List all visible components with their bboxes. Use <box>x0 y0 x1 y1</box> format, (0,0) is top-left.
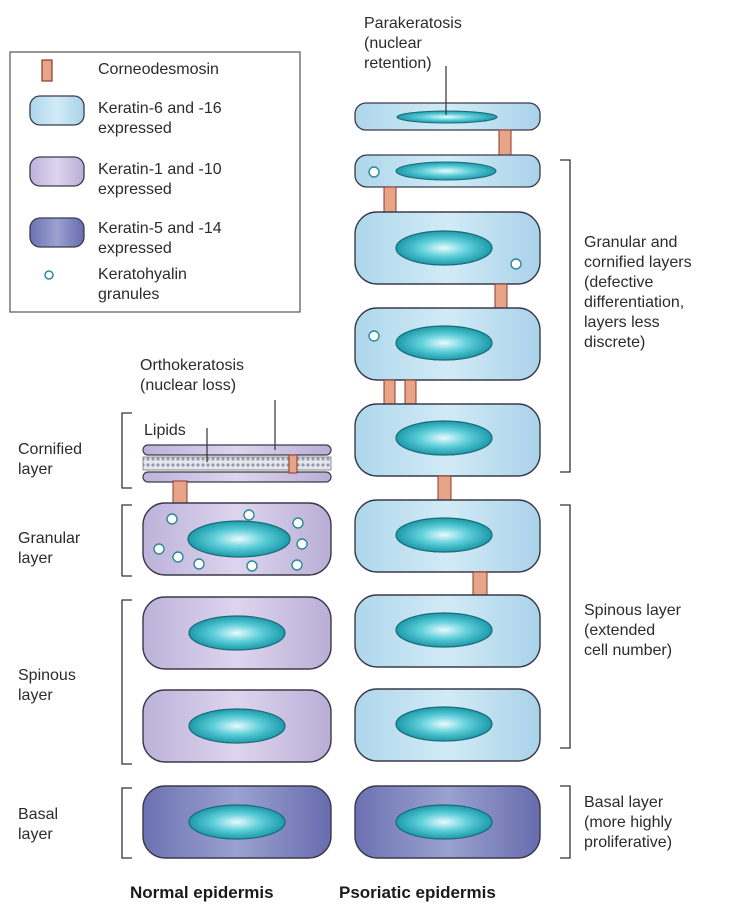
normal-basal-nucleus <box>189 805 285 839</box>
normal-epidermis-caption: Normal epidermis <box>130 883 274 903</box>
normal-lipid-band <box>143 457 331 470</box>
psoriatic-granule-1 <box>369 167 379 177</box>
keratin-6-16-swatch <box>30 96 84 125</box>
legend-keratin-1-10-label: Keratin-1 and -10 expressed <box>98 160 222 200</box>
orthokeratosis-label: Orthokeratosis (nuclear loss) <box>140 356 244 396</box>
normal-cornified-plate-bottom <box>143 472 331 482</box>
keratohyalin-granule-icon <box>45 271 53 279</box>
psoriatic-nucleus-1 <box>396 231 492 265</box>
normal-spinous-nucleus-2 <box>189 709 285 743</box>
normal-spinous-nucleus-1 <box>189 616 285 650</box>
psoriatic-corneodesmosin-5 <box>405 380 416 404</box>
psoriatic-epidermis-caption: Psoriatic epidermis <box>339 883 496 903</box>
normal-spinous-layer-label: Spinous layer <box>18 666 76 706</box>
normal-layer-brackets <box>122 413 132 858</box>
psoriatic-corneodesmosin-3 <box>495 284 507 308</box>
legend-keratin-5-14-label: Keratin-5 and -14 expressed <box>98 219 222 259</box>
psoriatic-retained-nucleus-1 <box>397 111 497 123</box>
psoriatic-retained-nucleus-2 <box>396 162 496 180</box>
normal-granular-layer-label: Granular layer <box>18 529 80 569</box>
psoriatic-nucleus-2 <box>396 326 492 360</box>
psoriatic-corneodesmosin-4 <box>384 380 395 404</box>
psoriatic-corneodesmosin-2 <box>384 187 396 212</box>
legend-corneodesmosin-label: Corneodesmosin <box>98 60 219 80</box>
normal-corneodesmosin-2 <box>173 481 187 503</box>
parakeratosis-label: Parakeratosis (nuclear retention) <box>364 14 462 74</box>
psoriatic-nucleus-3 <box>396 421 492 455</box>
normal-basal-layer-label: Basal layer <box>18 805 58 845</box>
normal-cornified-plate-top <box>143 445 331 455</box>
psoriatic-spinous-nucleus-1 <box>396 518 492 552</box>
psoriatic-granule-3 <box>369 331 379 341</box>
psoriatic-granular-cornified-label: Granular and cornified layers (defective… <box>584 233 692 353</box>
psoriatic-spinous-nucleus-2 <box>396 613 492 647</box>
psoriatic-spinous-layer-label: Spinous layer (extended cell number) <box>584 601 681 661</box>
corneodesmosin-swatch <box>42 60 52 81</box>
keratin-5-14-swatch <box>30 218 84 247</box>
lipids-label: Lipids <box>144 421 186 441</box>
psoriatic-granule-2 <box>511 259 521 269</box>
psoriatic-corneodesmosin-7 <box>473 572 487 595</box>
normal-corneodesmosin-1 <box>289 455 297 473</box>
normal-granular-nucleus <box>188 521 290 557</box>
psoriatic-corneodesmosin-1 <box>499 130 511 155</box>
psoriatic-basal-nucleus <box>396 805 492 839</box>
legend-keratohyalin-label: Keratohyalin granules <box>98 265 187 305</box>
normal-cornified-layer-label: Cornified layer <box>18 440 82 480</box>
psoriatic-corneodesmosin-6 <box>438 476 451 500</box>
psoriatic-layer-brackets <box>560 160 570 858</box>
legend-keratin-6-16-label: Keratin-6 and -16 expressed <box>98 99 222 139</box>
psoriatic-spinous-nucleus-3 <box>396 707 492 741</box>
psoriatic-basal-layer-label: Basal layer (more highly proliferative) <box>584 793 672 853</box>
keratin-1-10-swatch <box>30 157 84 186</box>
